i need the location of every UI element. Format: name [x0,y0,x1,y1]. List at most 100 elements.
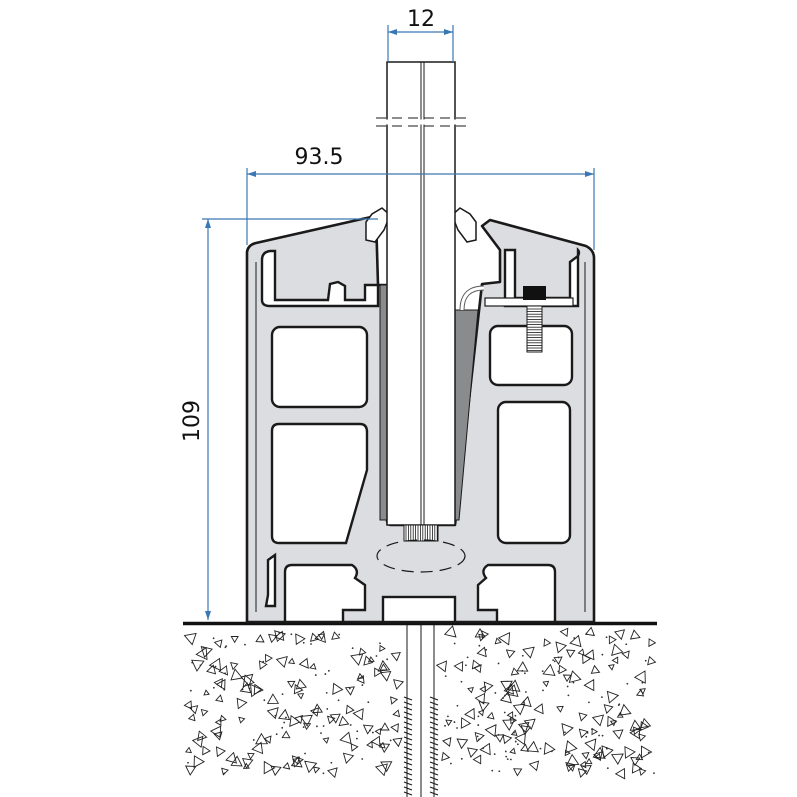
aggregate-stone [442,736,452,747]
aggregate-dot [290,633,293,636]
aggregate-stone [629,629,641,640]
aggregate-stone [543,638,552,647]
aggregate-stone [236,697,248,710]
aggregate-dot [564,731,566,734]
aggregate-stone [200,645,213,658]
aggregate-stone [200,708,209,717]
aggregate-stone [287,680,296,689]
aggregate-dot [523,701,525,704]
aggregate-stone [379,644,386,652]
aggregate-dot [477,724,480,726]
aggregate-stone [380,722,390,731]
aggregate-stone [612,729,624,740]
aggregate-dot [521,654,524,657]
aggregate-stone [630,757,641,767]
aggregate-stone [206,664,217,675]
aggregate-dot [349,724,352,726]
aggregate-stone [302,722,312,731]
aggregate-stone [516,661,529,672]
aggregate-dot [375,655,378,657]
aggregate-dot [605,746,608,749]
aggregate-dot [552,659,555,662]
aggregate-dot [302,641,305,644]
aggregate-stone [507,679,521,692]
aggregate-stone [309,662,317,670]
aggregate-stone [638,733,647,742]
aggregate-dot [641,681,644,684]
aggregate-dot [278,632,281,634]
aggregate-stone [472,754,482,765]
aggregate-stone [208,657,222,672]
aggregate-dot [557,670,560,673]
aggregate-stone [362,724,374,735]
aggregate-dot [498,770,501,773]
aggregate-dot [539,747,542,750]
aggregate-stone [509,747,516,755]
aggregate-dot [506,758,509,760]
aggregate-stone [565,740,578,754]
aggregate-dot [507,694,510,697]
aggregate-dot [338,633,341,636]
aggregate-stone [542,680,550,688]
aggregate-dot [553,660,556,663]
aggregate-stone [230,636,239,644]
aggregate-stone [367,656,375,663]
aggregate-stone [215,746,226,758]
center-bottom-cavity [381,595,457,624]
aggregate-stone [639,720,650,732]
aggregate-dot [361,758,364,760]
aggregate-stone [474,692,486,705]
aggregate-stone [583,678,595,692]
aggregate-dot [598,734,601,737]
aggregate-dot [324,673,327,675]
aggregate-dot [550,750,553,753]
aggregate-stone [502,734,513,745]
aggregate-dot [327,669,330,672]
aggregate-dot [504,750,507,753]
aggregate-stone [512,703,526,716]
aggregate-stone [514,732,526,746]
aggregate-stone [614,767,626,780]
aggregate-stone [317,633,326,641]
aggregate-dot [509,758,512,761]
aggregate-stone [528,760,540,772]
aggregate-dot [199,664,202,667]
aggregate-stone [213,677,223,689]
aggregate-stone [352,708,364,721]
aggregate-stone [486,711,495,720]
aggregate-stone [582,653,592,665]
aggregate-dot [281,726,284,729]
aggregate-stone [567,764,576,772]
anchor-hole-outline [376,539,466,573]
aggregate-dot [478,738,480,741]
left-clip-slot [264,552,277,608]
aggregate-stone [618,703,632,716]
aggregate-stone [239,682,252,694]
aggregate-dot [212,637,215,640]
dimension-label-12: 12 [407,7,435,32]
aggregate-stone [357,672,364,680]
aggregate-dot [326,708,329,710]
aggregate-stone [292,757,300,765]
aggregate-stone [265,653,274,663]
aggregate-stone [591,727,599,736]
aggregate-stone [393,679,405,690]
aggregate-stone [590,664,601,674]
aggregate-stone [230,662,239,671]
aggregate-stone [467,687,474,694]
aggregate-dot [601,653,604,656]
left-cavity-upper [270,325,369,409]
glass-panel [376,61,466,526]
aggregate-stone [640,745,653,759]
aggregate-dot [283,721,286,724]
aggregate-stone [506,711,514,719]
aggregate-stone [481,630,490,639]
aggregate-stone [476,646,487,658]
aggregate-stone [505,649,516,659]
aggregate-stone [242,674,255,688]
aggregate-dot [567,694,570,697]
aggregate-stone [561,722,574,737]
aggregate-dot [625,643,628,646]
left-upper-channel [260,249,380,308]
aggregate-dot [542,689,544,692]
